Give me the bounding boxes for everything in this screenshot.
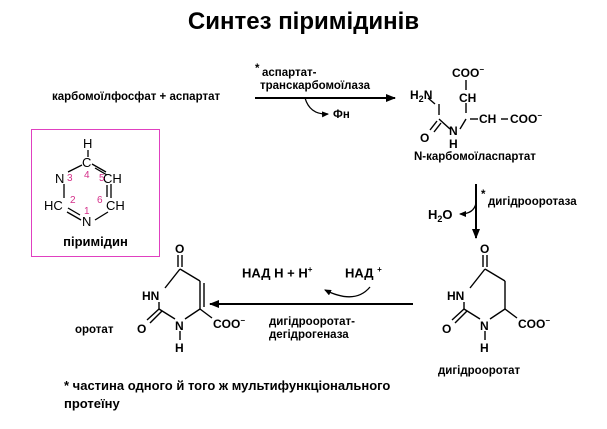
atom-h2n: H2N	[410, 88, 432, 104]
atom-n: N	[449, 124, 458, 138]
pyr-number-6: 6	[97, 195, 103, 206]
nad-plus-label: НАД +	[345, 265, 382, 280]
oro-atom-h: H	[175, 341, 184, 355]
pyr-atom-ch-right: CH	[103, 171, 122, 186]
orotate-structure	[146, 255, 213, 340]
pyrimidine-structure	[63, 150, 112, 221]
water-label: H2O	[428, 207, 453, 224]
nad-cofactor-arrow	[324, 286, 371, 298]
water-release-arrow	[459, 202, 477, 217]
nad-left: НАД	[242, 265, 271, 281]
dho-atom-o-top: O	[480, 242, 489, 256]
dho-atom-n: N	[480, 319, 489, 333]
pyr-atom-ch-br: CH	[106, 198, 125, 213]
pyr-atom-hc: HC	[44, 198, 63, 213]
phosphate-release-arrow	[304, 97, 329, 118]
dho-atom-h: H	[480, 341, 489, 355]
pyrimidine-name: піримідин	[63, 234, 128, 249]
pyr-number-3: 3	[67, 173, 73, 184]
pyr-number-2: 2	[70, 195, 76, 206]
enzyme1-star: *	[255, 63, 260, 75]
dihydroorotate-structure	[451, 255, 518, 340]
atom-ch-top: CH	[459, 91, 476, 105]
h-plus-charge: +	[307, 265, 313, 274]
pyr-number-1: 1	[84, 206, 90, 217]
page-title: Синтез піримідинів	[187, 8, 420, 35]
atom-ch-chain: CH	[479, 112, 496, 126]
atom-h-carbamoyl: H	[449, 137, 458, 151]
oro-atom-coo: COO−	[213, 316, 245, 331]
dho-atom-o-left: O	[442, 322, 451, 336]
atom-o-carbamoyl: O	[420, 131, 429, 145]
atom-coo-right: COO−	[510, 111, 542, 126]
dho-atom-coo: COO−	[518, 316, 550, 331]
pyr-atom-c: C	[82, 155, 91, 170]
atom-coo-top: COO−	[452, 65, 484, 80]
nad-h-label: НАД H + H+	[242, 265, 312, 280]
dho-atom-hn: HN	[447, 289, 464, 303]
phosphate-byproduct: Фн	[333, 109, 350, 121]
oro-atom-hn: HN	[142, 289, 159, 303]
enzyme2-name: дигідрооротаза	[488, 196, 577, 208]
nad-right: НАД	[345, 265, 374, 281]
carbamoyl-aspartate-structure	[427, 80, 508, 133]
footnote: * частина одного й того ж мультифункціон…	[64, 378, 391, 411]
enzyme2-star: *	[481, 189, 486, 201]
reactants-label: карбомоїлфосфат + аспартат	[52, 91, 221, 103]
pyr-atom-n1: N	[82, 214, 91, 229]
oro-atom-n: N	[175, 319, 184, 333]
pyrimidine-box	[31, 129, 160, 257]
orotate-name: оротат	[75, 324, 114, 336]
h-plus: H + H	[274, 265, 308, 281]
pyr-atom-n3: N	[55, 171, 64, 186]
dihydroorotate-name: дигідрооротат	[438, 365, 521, 377]
carbamoyl-aspartate-name: N-карбомоїласпартат	[414, 151, 536, 163]
pyr-number-5: 5	[99, 173, 105, 184]
nad-plus-charge: +	[377, 265, 382, 274]
enzyme3-name-line2: дегідрогеназа	[269, 329, 349, 341]
enzyme1-name-line1: аспартат-	[262, 67, 317, 79]
pyr-number-4: 4	[84, 170, 90, 181]
oro-atom-o-left: O	[137, 322, 146, 336]
pyr-atom-h: H	[83, 136, 92, 151]
enzyme1-name-line2: транскарбомоїлаза	[260, 80, 370, 92]
enzyme3-name-line1: дигідрооротат-	[269, 316, 355, 328]
oro-atom-o-top: O	[175, 242, 184, 256]
